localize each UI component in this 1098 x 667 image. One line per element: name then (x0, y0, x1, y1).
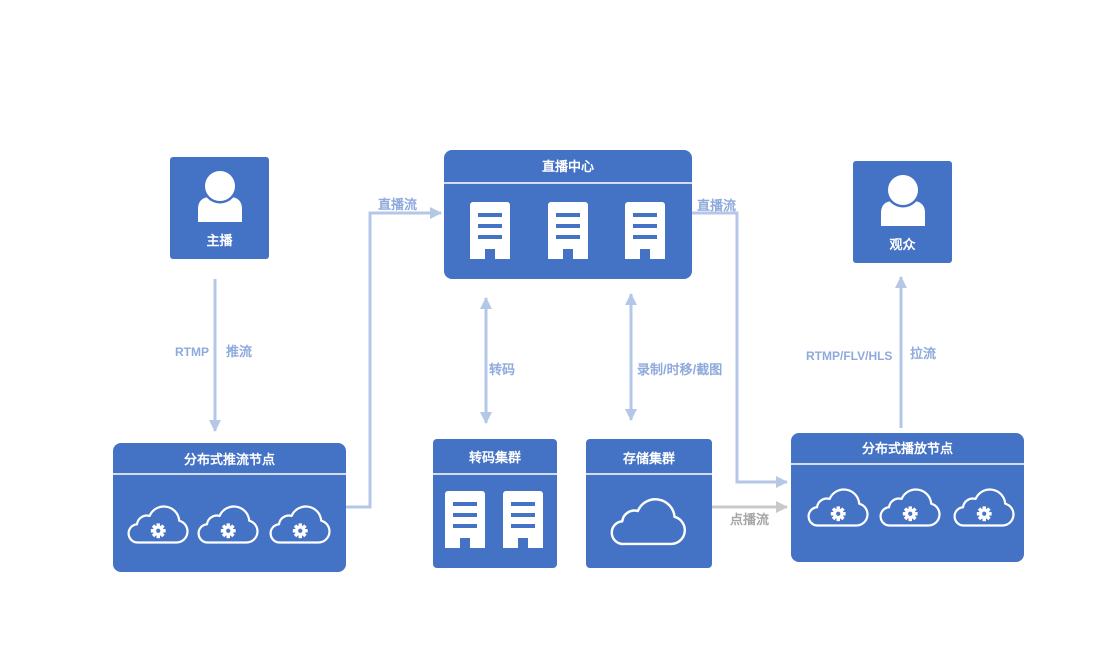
cloud-gear-icon (872, 486, 946, 528)
transcode-cluster-title: 转码集群 (468, 450, 521, 465)
push-nodes: 分布式推流节点 (113, 443, 346, 572)
storage-cluster-title: 存储集群 (622, 451, 675, 466)
person-icon (198, 169, 242, 222)
vod-stream-label: 点播流 (730, 512, 770, 527)
title-divider (433, 473, 557, 475)
title-divider (444, 182, 692, 184)
server-icon (470, 202, 510, 259)
push-label: 推流 (226, 344, 253, 359)
push-protocol-label: RTMP (175, 345, 209, 359)
title-divider (113, 473, 346, 475)
title-divider (586, 473, 712, 475)
server-icon (445, 491, 485, 548)
person-icon (881, 173, 925, 226)
arrow-push-to-live-center (346, 207, 442, 509)
server-icon (548, 202, 588, 259)
cloud-icon (601, 495, 693, 547)
title-divider (791, 463, 1024, 465)
cloud-gear-icon (120, 503, 194, 545)
host-label: 主播 (206, 233, 233, 248)
storage-ops-label: 录制/时移/截图 (637, 362, 723, 377)
transcode-cluster: 转码集群 (433, 439, 557, 568)
arrow-live-center-to-play (692, 211, 788, 488)
live-center-node: 直播中心 (444, 150, 692, 279)
live-center-title: 直播中心 (541, 159, 594, 174)
cloud-gear-icon (800, 486, 874, 528)
cloud-gear-icon (190, 503, 264, 545)
play-nodes: 分布式播放节点 (791, 433, 1024, 562)
cloud-gear-icon (946, 486, 1020, 528)
server-icon (625, 202, 665, 259)
pull-protocols-label: RTMP/FLV/HLS (806, 349, 893, 363)
server-icon (503, 491, 543, 548)
live-stream-out-label: 直播流 (697, 198, 737, 213)
audience-node: 观众 (853, 161, 952, 263)
audience-label: 观众 (889, 237, 916, 252)
live-stream-in-label: 直播流 (378, 197, 418, 212)
play-nodes-title: 分布式播放节点 (861, 441, 953, 456)
cloud-gear-icon (262, 503, 336, 545)
storage-cluster: 存储集群 (586, 439, 712, 568)
pull-label: 拉流 (910, 346, 937, 361)
push-nodes-title: 分布式推流节点 (183, 452, 275, 467)
transcode-label: 转码 (489, 362, 516, 377)
host-node: 主播 (170, 157, 269, 259)
